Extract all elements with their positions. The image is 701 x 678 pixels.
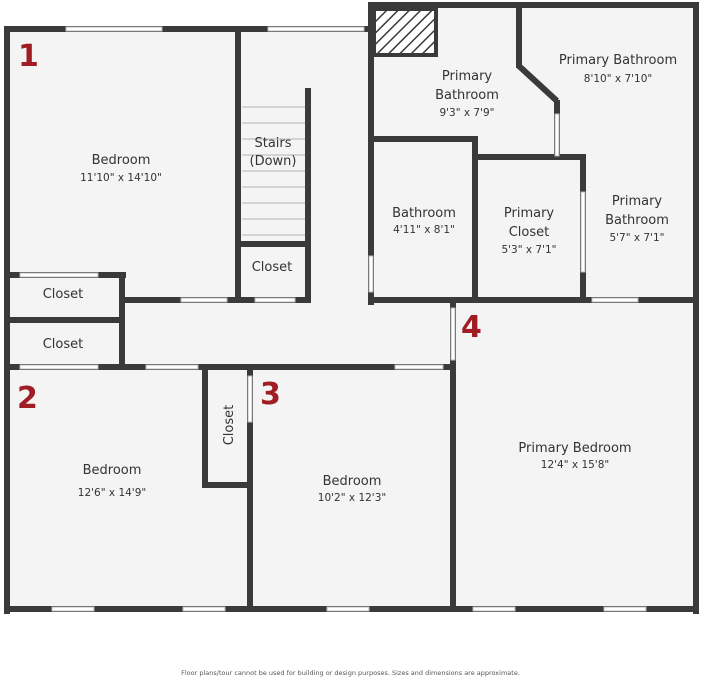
stairs-label: Stairs xyxy=(254,136,291,151)
bedroom3-label: Bedroom xyxy=(323,474,382,489)
closet-stairs-label: Closet xyxy=(252,260,293,275)
primary-bath-a-label-line2: Bathroom xyxy=(435,88,499,103)
bedroom1-dims: 11'10" x 14'10" xyxy=(80,172,162,184)
bathroom-label: Bathroom xyxy=(392,206,456,221)
photo-marker-4: 4 xyxy=(461,310,482,345)
floor-area xyxy=(4,4,697,610)
primary-closet-label-line1: Primary xyxy=(504,206,555,221)
closet-vertical-label: Closet xyxy=(222,405,237,446)
diagonal-wall xyxy=(516,63,560,104)
primary-bedroom-label: Primary Bedroom xyxy=(518,441,631,456)
primary-bath-a-label-line1: Primary xyxy=(442,69,493,84)
photo-marker-1: 1 xyxy=(18,39,39,74)
bedroom2-dims: 12'6" x 14'9" xyxy=(78,487,146,499)
primary-bath-a-dims: 9'3" x 7'9" xyxy=(439,107,494,119)
photo-marker-2: 2 xyxy=(17,381,38,416)
primary-bedroom-dims: 12'4" x 15'8" xyxy=(541,459,609,471)
primary-bath-b-dims: 8'10" x 7'10" xyxy=(584,73,652,85)
closet-lower-label: Closet xyxy=(43,337,84,352)
primary-bath-c-dims: 5'7" x 7'1" xyxy=(609,232,664,244)
stairs-direction-label: (Down) xyxy=(250,154,297,169)
bedroom1-label: Bedroom xyxy=(92,153,151,168)
primary-closet-label-line2: Closet xyxy=(509,225,550,240)
primary-bath-c-label-line2: Bathroom xyxy=(605,213,669,228)
windows-and-openings xyxy=(19,26,647,612)
closet-upper-label: Closet xyxy=(43,287,84,302)
primary-bath-b-label: Primary Bathroom xyxy=(559,53,677,68)
primary-closet-dims: 5'3" x 7'1" xyxy=(501,244,556,256)
photo-marker-3: 3 xyxy=(260,377,281,412)
bathroom-dims: 4'11" x 8'1" xyxy=(393,224,455,236)
chimney-shaft xyxy=(372,7,438,57)
bedroom3-dims: 10'2" x 12'3" xyxy=(318,492,386,504)
bedroom2-label: Bedroom xyxy=(83,463,142,478)
primary-bath-c-label-line1: Primary xyxy=(612,194,663,209)
stair-treads xyxy=(242,106,306,236)
disclaimer-text: Floor plans/tour cannot be used for buil… xyxy=(181,669,520,677)
